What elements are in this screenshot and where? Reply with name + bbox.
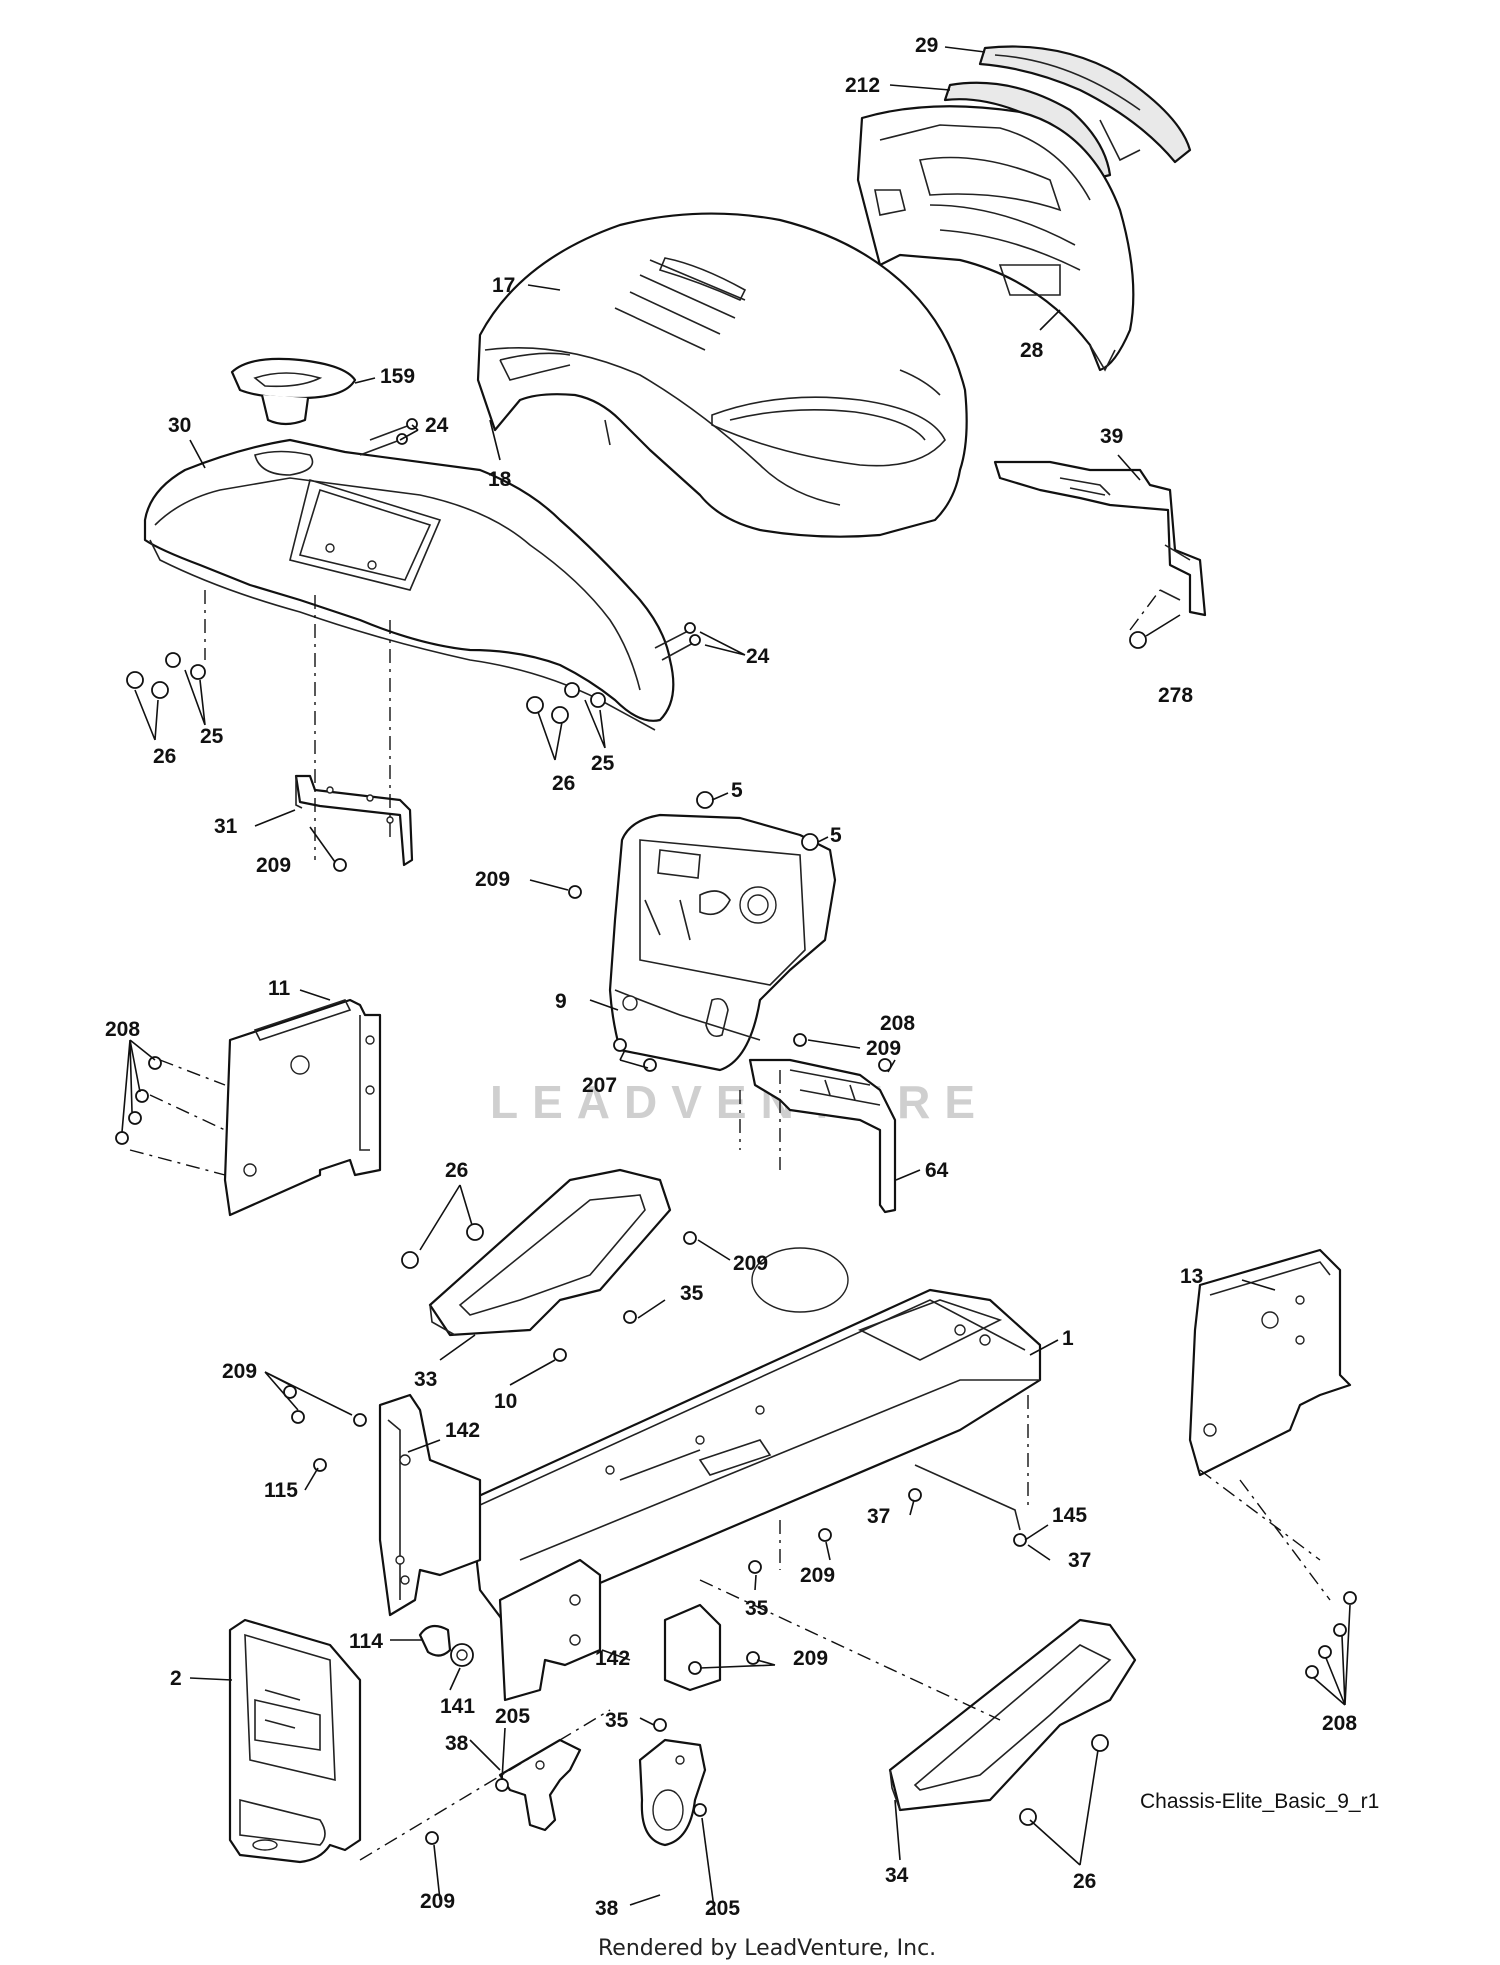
callout-37[interactable]: 37 [867,1505,890,1528]
callout-64[interactable]: 64 [925,1159,949,1182]
callout-9[interactable]: 9 [555,990,567,1013]
part-114-clip[interactable] [418,1624,452,1657]
callout-209-b[interactable]: 209 [475,868,510,891]
callout-33[interactable]: 33 [414,1368,437,1391]
callout-209-d[interactable]: 209 [733,1252,768,1275]
leader-lines [121,46,1351,1916]
callout-5-b[interactable]: 5 [830,824,842,847]
alignment-lines [129,589,1331,1861]
callout-115[interactable]: 115 [264,1479,298,1502]
part-64-support[interactable] [748,1058,897,1214]
part-142-mount-plate-2[interactable] [498,1558,722,1702]
callout-35-b[interactable]: 35 [745,1597,769,1620]
callout-24[interactable]: 24 [425,414,449,437]
callout-142-b[interactable]: 142 [595,1647,630,1670]
callout-13[interactable]: 13 [1180,1265,1203,1288]
callout-278[interactable]: 278 [1158,684,1193,707]
callout-10[interactable]: 10 [494,1390,517,1413]
part-34-footrest[interactable] [888,1618,1137,1812]
callout-38[interactable]: 38 [445,1732,469,1755]
callout-142[interactable]: 142 [445,1419,480,1442]
drawing-id: Chassis-Elite_Basic_9_r1 [1140,1790,1379,1813]
callout-29[interactable]: 29 [915,34,938,57]
callout-212[interactable]: 212 [845,74,880,97]
callout-28[interactable]: 28 [1020,339,1044,362]
footer-credit: Rendered by LeadVenture, Inc. [598,1936,936,1961]
callout-26[interactable]: 26 [153,745,176,768]
callout-208[interactable]: 208 [105,1018,140,1041]
callout-209-f[interactable]: 209 [800,1564,835,1587]
callout-209[interactable]: 209 [256,854,291,877]
callout-208-b[interactable]: 208 [880,1012,915,1035]
callout-114[interactable]: 114 [349,1630,383,1653]
part-17-hood[interactable] [476,212,968,538]
part-31-bracket[interactable] [294,774,414,867]
callout-26-b[interactable]: 26 [552,772,575,795]
callout-11[interactable]: 11 [268,977,291,1000]
callout-17[interactable]: 17 [492,274,515,297]
part-29-grille-trim[interactable] [978,45,1192,164]
part-38-bracket[interactable] [498,1738,582,1832]
part-9-dash-panel[interactable] [608,813,837,1072]
callout-5[interactable]: 5 [731,779,743,802]
part-13-side-panel[interactable] [1188,1248,1352,1477]
callout-24-b[interactable]: 24 [746,645,770,668]
part-38-bracket-2[interactable] [638,1738,707,1847]
callout-35-c[interactable]: 35 [605,1709,629,1732]
part-2-front-bracket[interactable] [228,1618,362,1864]
part-278-screw[interactable] [1129,614,1181,649]
callout-145[interactable]: 145 [1052,1504,1087,1527]
callout-37-b[interactable]: 37 [1068,1549,1091,1572]
part-33-footrest[interactable] [428,1168,672,1337]
part-11-side-panel[interactable] [223,998,382,1217]
part-159-fuel-cap[interactable] [230,357,357,426]
callout-38-b[interactable]: 38 [595,1897,619,1920]
callouts: 29 212 17 28 159 24 30 18 39 24 278 26 2… [105,34,1357,1920]
callout-141[interactable]: 141 [440,1695,475,1718]
callout-209-c[interactable]: 209 [866,1037,901,1060]
callout-34[interactable]: 34 [885,1864,909,1887]
callout-30[interactable]: 30 [168,414,191,437]
callout-18[interactable]: 18 [488,468,512,491]
callout-2[interactable]: 2 [170,1667,182,1690]
part-141-nut[interactable] [450,1643,474,1667]
callout-1[interactable]: 1 [1062,1327,1074,1350]
callout-26-c[interactable]: 26 [445,1159,468,1182]
callout-35[interactable]: 35 [680,1282,704,1305]
callout-207[interactable]: 207 [582,1074,617,1097]
part-30-fender[interactable] [143,438,675,731]
part-142-mount-plate[interactable] [378,1393,482,1617]
callout-25[interactable]: 25 [200,725,224,748]
callout-209-h[interactable]: 209 [420,1890,455,1913]
callout-31[interactable]: 31 [214,815,238,838]
callout-26-d[interactable]: 26 [1073,1870,1096,1893]
callout-208-c[interactable]: 208 [1322,1712,1357,1735]
part-28-grille-panel[interactable] [856,105,1135,372]
callout-39[interactable]: 39 [1100,425,1123,448]
callout-205-b[interactable]: 205 [705,1897,740,1920]
part-1-chassis-frame[interactable] [468,1247,1042,1632]
callout-209-g[interactable]: 209 [793,1647,828,1670]
callout-25-b[interactable]: 25 [591,752,615,775]
callout-209-e[interactable]: 209 [222,1360,257,1383]
part-39-bracket[interactable] [993,460,1207,617]
part-145-rod[interactable] [914,1464,1021,1531]
callout-205[interactable]: 205 [495,1705,530,1728]
callout-159[interactable]: 159 [380,365,415,388]
